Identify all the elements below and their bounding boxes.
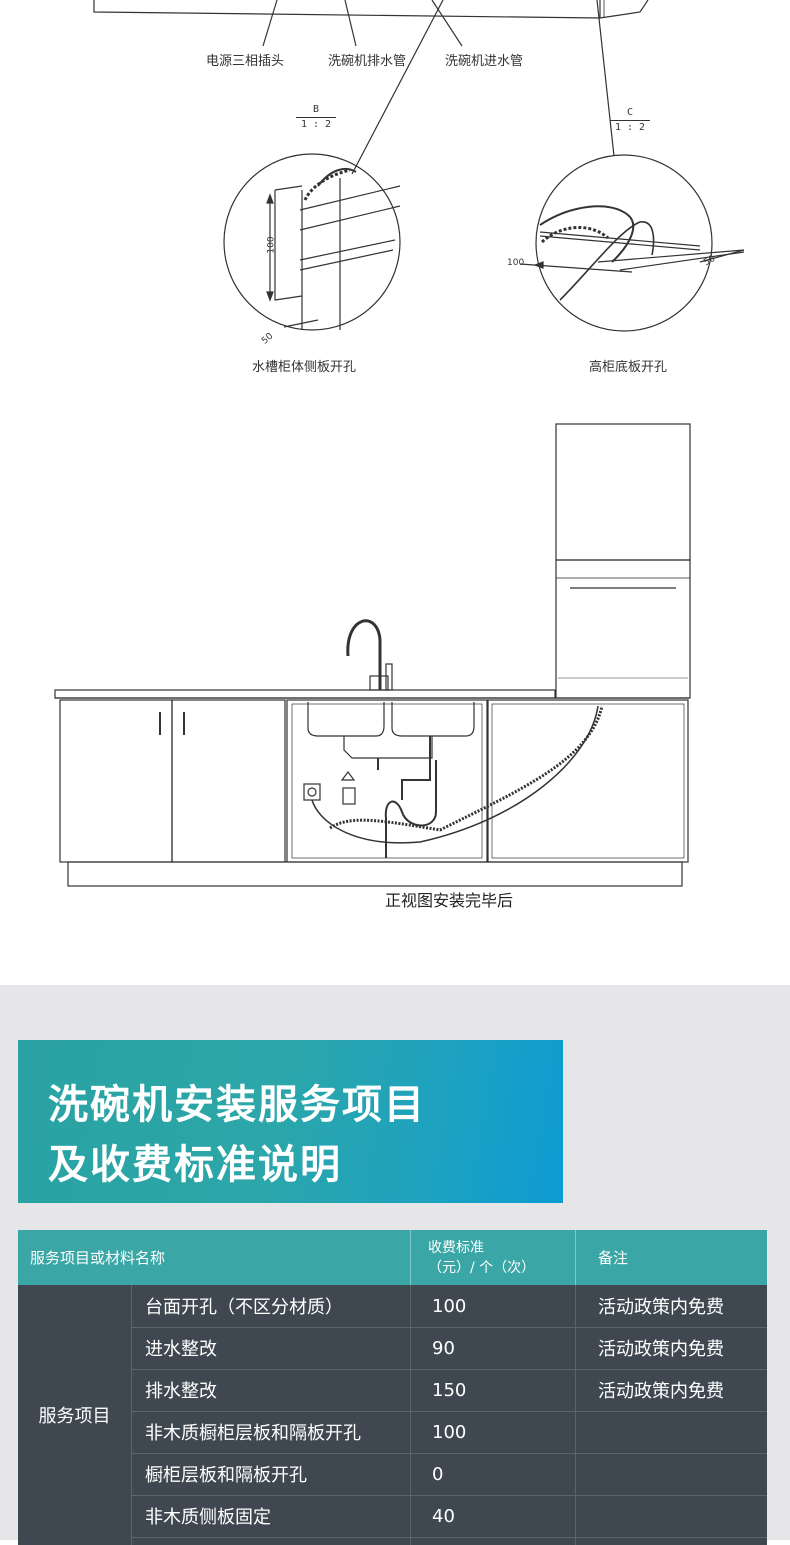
table-row: 台面开孔（不区分材质） 100 活动政策内免费 (131, 1285, 767, 1328)
header-fee-line1: 收费标准 (428, 1239, 484, 1256)
front-view-caption: 正视图安装完毕后 (385, 891, 514, 910)
installation-diagram: 电源三相插头 洗碗机排水管 洗碗机进水管 B 1 : 2 100 50 水槽柜体… (54, 0, 745, 910)
header-item: 服务项目或材料名称 (30, 1249, 166, 1267)
fee-section: 洗碗机安装服务项目 及收费标准说明 服务项目或材料名称 收费标准 （元）/ 个（… (0, 985, 790, 1545)
header-fee: 收费标准 （元）/ 个（次） (428, 1230, 535, 1285)
row-note-cell: 活动政策内免费 (598, 1297, 724, 1318)
label-power-plug: 电源三相插头 (206, 54, 285, 69)
detail-b-dim-100: 100 (266, 236, 277, 254)
banner-title-line2: 及收费标准说明 (48, 1142, 342, 1188)
detail-c-scale: C 1 : 2 (610, 106, 650, 135)
table-row: 进水整改 90 活动政策内免费 (131, 1327, 767, 1370)
detail-c-letter: C (610, 106, 650, 121)
label-drain-pipe: 洗碗机排水管 (328, 54, 407, 69)
top-cabinet-fragment (93, 0, 649, 19)
header-fee-line2: （元）/ 个（次） (428, 1259, 536, 1276)
table-row: 非木质侧板固定 40 (131, 1495, 767, 1538)
row-note-cell: 活动政策内免费 (598, 1381, 724, 1402)
table-row: 非木质橱柜层板和隔板开孔 100 (131, 1411, 767, 1454)
detail-c-drawing (519, 154, 745, 332)
table-row: 排水整改 150 活动政策内免费 (131, 1369, 767, 1412)
detail-b-scale: B 1 : 2 (296, 103, 336, 132)
detail-c-caption: 高柜底板开孔 (589, 360, 668, 375)
label-inlet-pipe: 洗碗机进水管 (445, 54, 524, 69)
detail-b-letter: B (296, 103, 336, 118)
category-cell: 服务项目 (38, 1406, 111, 1427)
row-fee-cell: 100 (432, 1421, 467, 1443)
row-fee-cell: 0 (432, 1463, 444, 1485)
detail-b-drawing (223, 153, 401, 331)
row-name-cell: 排水整改 (145, 1381, 217, 1402)
table-row: 橱柜层板和隔板开孔 0 (131, 1453, 767, 1496)
front-view-drawing (54, 423, 691, 887)
row-fee-cell: 150 (432, 1379, 467, 1401)
row-name-cell: 进水整改 (145, 1339, 217, 1360)
row-note-cell: 活动政策内免费 (598, 1339, 724, 1360)
banner-title-line1: 洗碗机安装服务项目 (48, 1082, 426, 1128)
row-fee-cell: 100 (432, 1295, 467, 1317)
table-header: 服务项目或材料名称 收费标准 （元）/ 个（次） 备注 (18, 1230, 767, 1285)
detail-b-caption: 水槽柜体侧板开孔 (252, 360, 357, 375)
row-fee-cell: 40 (432, 1505, 455, 1527)
row-name-cell: 非木质侧板固定 (145, 1507, 271, 1528)
title-banner: 洗碗机安装服务项目 及收费标准说明 (18, 1040, 563, 1203)
diagram-drawing (54, 0, 745, 887)
row-name-cell: 橱柜层板和隔板开孔 (145, 1465, 307, 1486)
row-name-cell: 非木质橱柜层板和隔板开孔 (145, 1423, 361, 1444)
detail-b-ratio: 1 : 2 (300, 119, 332, 130)
row-name-cell: 台面开孔（不区分材质） (145, 1297, 343, 1318)
header-note: 备注 (598, 1249, 629, 1267)
detail-c-ratio: 1 : 2 (614, 122, 646, 133)
row-fee-cell: 90 (432, 1337, 455, 1359)
leader-lines (262, 0, 615, 175)
detail-c-dim-100: 100 (507, 258, 525, 268)
